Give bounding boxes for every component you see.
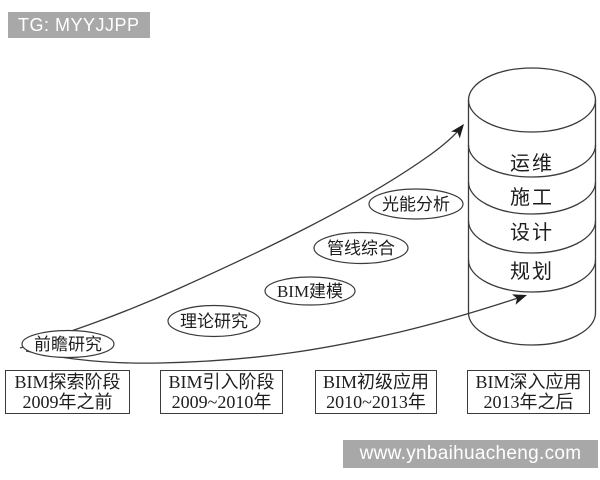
milestone-label: 管线综合 bbox=[327, 239, 395, 258]
stage-period: 2009年之前 bbox=[22, 392, 113, 412]
growth-arrow-upper bbox=[19, 124, 464, 349]
stage-title: BIM初级应用 bbox=[322, 372, 429, 392]
milestone-label: BIM建模 bbox=[277, 282, 343, 301]
milestone-ellipse bbox=[21, 329, 115, 359]
milestone-ellipse bbox=[313, 231, 409, 265]
growth-arrow-lower bbox=[25, 294, 527, 364]
milestone-label: 理论研究 bbox=[180, 312, 248, 331]
stage-box-primary-application: BIM初级应用 2010~2013年 bbox=[315, 370, 437, 414]
cylinder-separator-arc-2 bbox=[467, 181, 597, 215]
stage-box-introduction: BIM引入阶段 2009~2010年 bbox=[160, 370, 283, 414]
stage-title: BIM引入阶段 bbox=[168, 372, 275, 392]
milestone-nodes: 前瞻研究 理论研究 BIM建模 管线综合 光能分析 bbox=[21, 188, 464, 359]
milestone-ellipse bbox=[368, 188, 464, 220]
arrowhead-lower-icon bbox=[511, 294, 527, 305]
milestone-ellipse bbox=[167, 304, 261, 338]
stage-box-exploration: BIM探索阶段 2009年之前 bbox=[5, 370, 130, 414]
milestone-ellipse bbox=[264, 276, 356, 306]
milestone-label: 光能分析 bbox=[382, 195, 450, 214]
growth-curve-lower bbox=[25, 295, 525, 364]
arrowhead-upper-icon bbox=[451, 124, 464, 139]
watermark-bottom-right: www.ynbaihuacheng.com bbox=[343, 440, 598, 468]
milestone-label: 前瞻研究 bbox=[34, 335, 102, 354]
layered-cylinder: 运维 施工 设计 规划 bbox=[467, 67, 597, 346]
cylinder-separator-arc-4 bbox=[467, 259, 597, 293]
cylinder-separator-arc-1 bbox=[467, 144, 597, 178]
watermark-top-left: TG: MYYJJPP bbox=[8, 12, 150, 38]
stage-title: BIM深入应用 bbox=[475, 372, 582, 392]
stage-period: 2010~2013年 bbox=[326, 392, 426, 412]
stage-period: 2009~2010年 bbox=[171, 392, 272, 412]
cylinder-layer-label: 运维 bbox=[510, 152, 554, 175]
cylinder-separator-arc-3 bbox=[467, 220, 597, 254]
growth-curve-upper bbox=[19, 124, 464, 349]
stage-box-deep-application: BIM深入应用 2013年之后 bbox=[467, 370, 590, 414]
cylinder-body bbox=[468, 68, 596, 345]
cylinder-layer-label: 设计 bbox=[510, 221, 554, 244]
cylinder-bottom-arc bbox=[467, 312, 597, 346]
cylinder-layer-label: 规划 bbox=[510, 260, 554, 283]
stage-title: BIM探索阶段 bbox=[14, 372, 121, 392]
stage-period: 2013年之后 bbox=[483, 392, 574, 412]
cylinder-layer-label: 施工 bbox=[510, 186, 554, 209]
